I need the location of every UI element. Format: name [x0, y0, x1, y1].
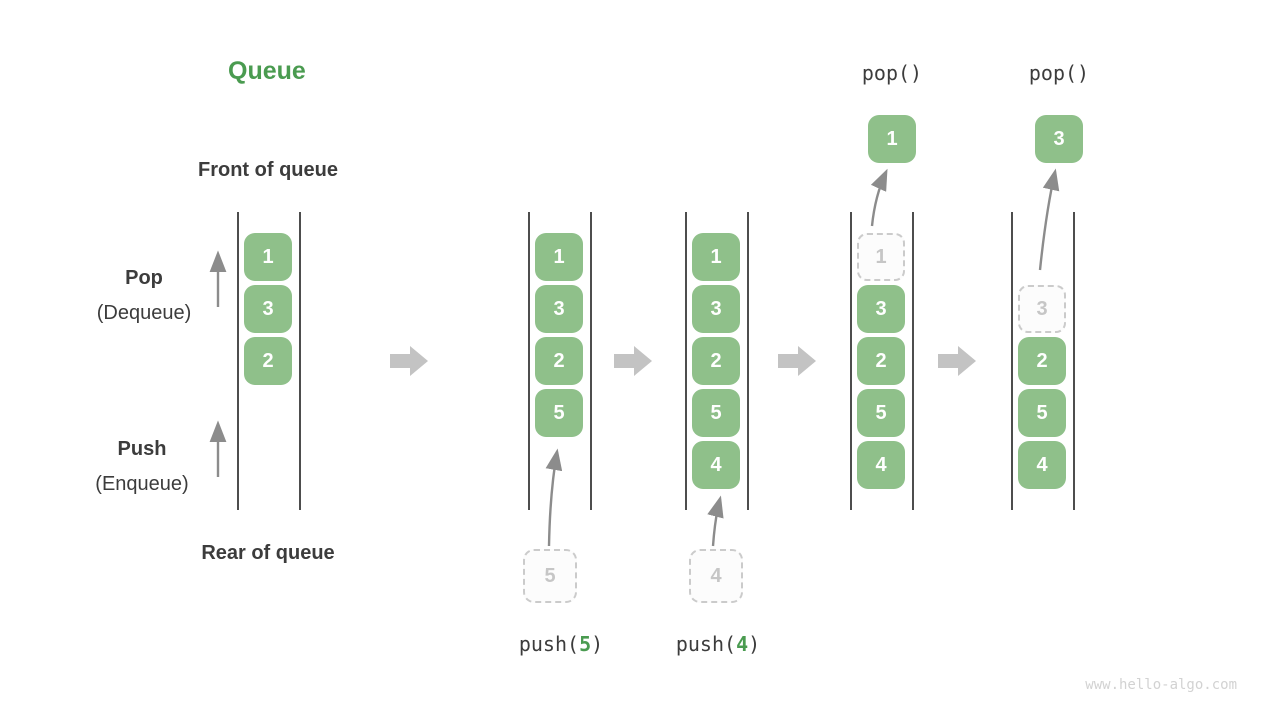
stage-arrow-icon [614, 346, 652, 376]
push-4-arrow-icon [707, 495, 724, 547]
pop-call-label: pop() [1028, 61, 1090, 85]
queue-element: 2 [692, 337, 740, 385]
queue-element: 1 [244, 233, 292, 281]
stage-arrow-icon [938, 346, 976, 376]
queue-element: 5 [857, 389, 905, 437]
push-call-label: push(5) [481, 632, 641, 656]
queue-element: 1 [535, 233, 583, 281]
queue-element: 3 [535, 285, 583, 333]
queue-element: 2 [857, 337, 905, 385]
push-call-part: 5 [579, 632, 592, 656]
pop-operation-label: Pop (Dequeue) [34, 261, 254, 331]
pop-label: Pop [125, 267, 163, 289]
queue-element: 4 [692, 441, 740, 489]
dequeue-label: (Dequeue) [96, 302, 192, 324]
push-call-part: push( [518, 632, 580, 656]
queue-popped-slot: 1 [857, 233, 905, 281]
popped-element: 3 [1035, 115, 1083, 163]
push-call-label: push(4) [638, 632, 798, 656]
push-call-part: 4 [736, 632, 749, 656]
queue-element: 2 [1018, 337, 1066, 385]
queue-right-rail [1073, 212, 1075, 510]
push-call-part: ) [591, 632, 604, 656]
queue-popped-slot: 3 [1018, 285, 1066, 333]
stage-arrow-icon [778, 346, 816, 376]
queue-right-rail [299, 212, 301, 510]
queue-element: 1 [692, 233, 740, 281]
watermark: www.hello-algo.com [1085, 677, 1237, 693]
queue-left-rail [685, 212, 687, 510]
rear-of-queue-label: Rear of queue [201, 542, 335, 564]
queue-left-rail [237, 212, 239, 510]
push-operation-label: Push (Enqueue) [32, 432, 252, 502]
pop-3-arrow-icon [1038, 168, 1060, 271]
queue-left-rail [528, 212, 530, 510]
queue-element: 3 [692, 285, 740, 333]
push-call-part: ) [748, 632, 761, 656]
queue-element: 2 [244, 337, 292, 385]
staging-element: 5 [523, 549, 577, 603]
queue-element: 5 [692, 389, 740, 437]
queue-left-rail [850, 212, 852, 510]
queue-element: 4 [857, 441, 905, 489]
queue-right-rail [747, 212, 749, 510]
stage-arrow-icon [390, 346, 428, 376]
queue-element: 3 [857, 285, 905, 333]
push-label: Push [117, 438, 167, 460]
front-of-queue-label: Front of queue [198, 159, 338, 181]
queue-right-rail [912, 212, 914, 510]
queue-right-rail [590, 212, 592, 510]
push-call-part: push( [675, 632, 737, 656]
staging-element: 4 [689, 549, 743, 603]
queue-element: 2 [535, 337, 583, 385]
queue-element: 4 [1018, 441, 1066, 489]
popped-element: 1 [868, 115, 916, 163]
diagram-title: Queue [228, 57, 306, 85]
push-5-arrow-icon [545, 448, 563, 547]
queue-element: 5 [1018, 389, 1066, 437]
queue-element: 3 [244, 285, 292, 333]
queue-left-rail [1011, 212, 1013, 510]
enqueue-label: (Enqueue) [95, 473, 189, 495]
pop-call-label: pop() [861, 61, 923, 85]
pop-1-arrow-icon [870, 168, 888, 227]
queue-element: 5 [535, 389, 583, 437]
